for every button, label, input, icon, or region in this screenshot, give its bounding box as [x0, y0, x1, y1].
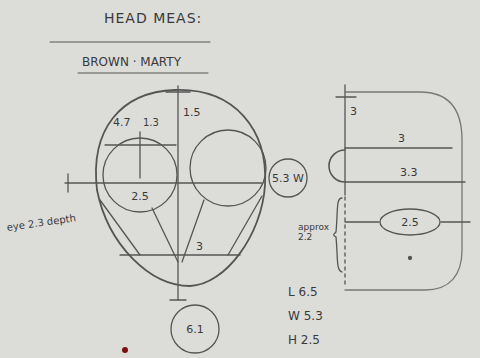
- eye-circle: 2.5: [102, 137, 178, 213]
- measurement: 2.5: [401, 216, 419, 229]
- note: approx 2.2: [298, 222, 336, 243]
- summary-value: W 5.3: [288, 310, 323, 324]
- note: eye 2.3 depth: [6, 212, 77, 233]
- dimension: 3: [398, 133, 405, 146]
- title: HEAD MEAS:: [104, 10, 202, 26]
- dimension: 3.3: [400, 167, 418, 180]
- measurement: 5.3 W: [272, 172, 304, 185]
- dimension: 3: [350, 106, 357, 119]
- name-label: BROWN · MARTY: [82, 56, 181, 70]
- width-circle: 5.3 W: [268, 158, 308, 198]
- dimension: 1.3: [143, 117, 159, 129]
- dimension: 3: [196, 241, 203, 254]
- dimension: 4.7: [113, 117, 131, 130]
- measurement: 6.1: [186, 323, 204, 336]
- depth-ellipse: 2.5: [379, 208, 441, 236]
- length-circle: 6.1: [170, 304, 220, 354]
- measurement: 2.5: [131, 190, 149, 203]
- dimension: 1.5: [183, 107, 201, 120]
- summary-value: H 2.5: [288, 334, 320, 348]
- summary-value: L 6.5: [288, 286, 318, 300]
